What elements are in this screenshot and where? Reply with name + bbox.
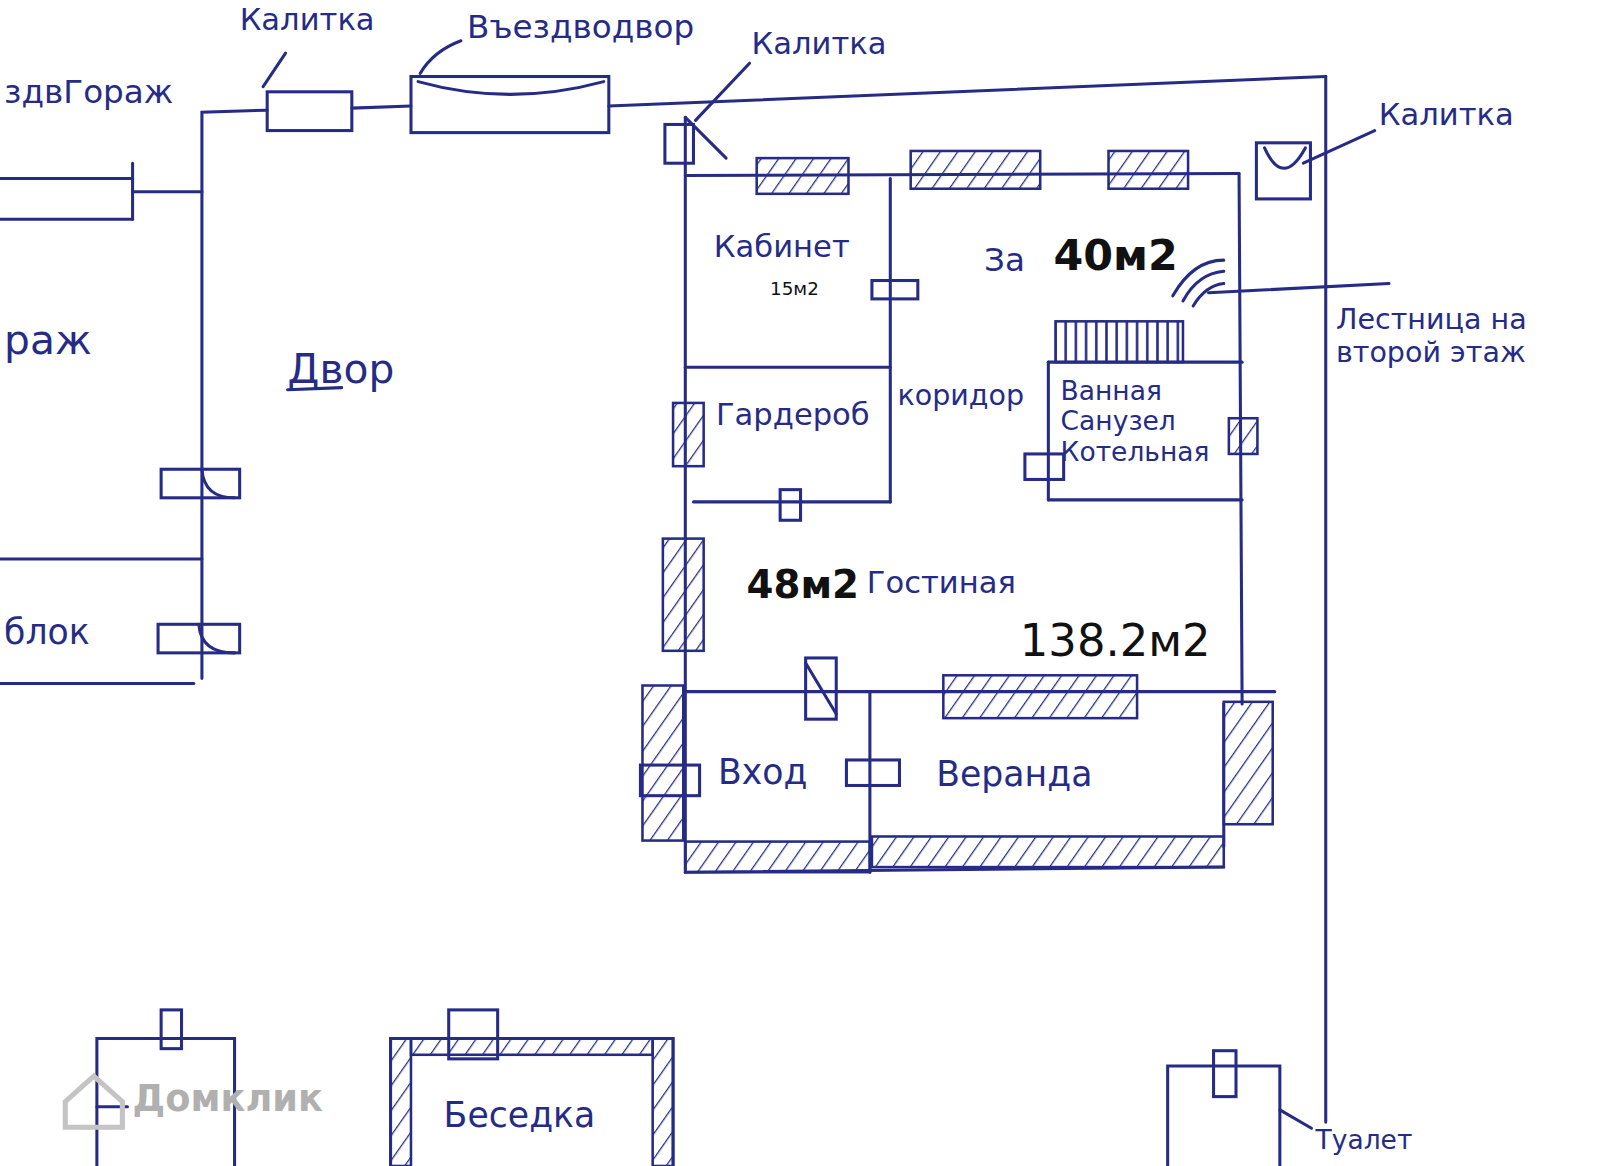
office-room: Кабинет 15м2 (685, 179, 890, 368)
gate-label: Калитка (240, 2, 375, 37)
gazebo-building: Беседка (391, 1038, 673, 1166)
room-name: Кабинет (714, 230, 850, 265)
room-name: 48м2 (746, 563, 859, 608)
hall-room: За 40м2 (890, 179, 1239, 363)
wardrobe-room: Гардероб (693, 367, 890, 502)
gate-label: Въездводвор (467, 8, 694, 46)
room-name: 40м2 (1053, 232, 1177, 281)
room-name: Беседка (444, 1096, 596, 1136)
gate-label: Калитка (1379, 98, 1514, 133)
veranda-room: Веранда (870, 692, 1224, 865)
room-name: За (984, 242, 1025, 280)
corridor-label: коридор (897, 379, 1024, 412)
room-name: 15м2 (770, 278, 819, 299)
room-name: блок (4, 612, 90, 652)
room-name: Веранда (936, 755, 1092, 795)
room-name: Туалет (1316, 1125, 1413, 1155)
block-room: блок (0, 559, 194, 683)
room-name: Вход (718, 753, 808, 793)
stairs-label: Лестница на второй этаж (1336, 304, 1540, 370)
room-name: Гостиная (867, 565, 1016, 600)
toilet-building: Туалет (1168, 1066, 1280, 1166)
entrance-room: Вход (685, 692, 870, 865)
garage-room: раж (0, 219, 194, 556)
room-name: Ванная Санузел Котельная (1061, 376, 1234, 467)
room-name: Гардероб (716, 398, 870, 433)
garage-entry-label: здвГораж (4, 73, 173, 111)
gate-label: Калитка (752, 27, 887, 62)
yard-label: Двор (288, 345, 395, 392)
room-name: раж (4, 316, 92, 363)
bathroom-room: Ванная Санузел Котельная (1048, 362, 1239, 500)
watermark: Домклик (133, 1077, 323, 1119)
total-area-label: 138.2м2 (1020, 615, 1211, 667)
